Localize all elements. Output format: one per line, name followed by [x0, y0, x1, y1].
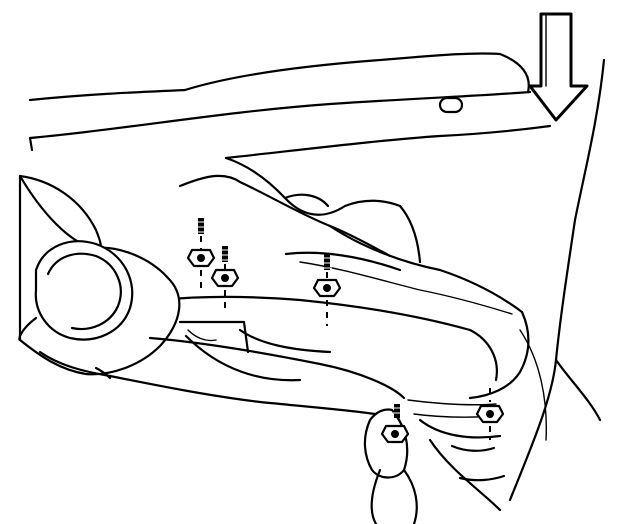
- frame-slot: [438, 96, 464, 114]
- exhaust-pipe: [18, 174, 418, 524]
- fastener-bolt-2: [210, 246, 240, 310]
- fastener-bolt-4: [380, 404, 410, 444]
- direction-arrow-icon: [528, 12, 589, 122]
- fastener-bolt-3: [312, 254, 342, 326]
- crossmember: [178, 320, 506, 512]
- heat-shield: [158, 174, 530, 400]
- fastener-bolt-5: [475, 388, 505, 440]
- body-panel: [508, 58, 606, 502]
- fuel-tank: [224, 156, 422, 264]
- frame-rail: [28, 52, 552, 160]
- fastener-bolt-1: [186, 218, 216, 290]
